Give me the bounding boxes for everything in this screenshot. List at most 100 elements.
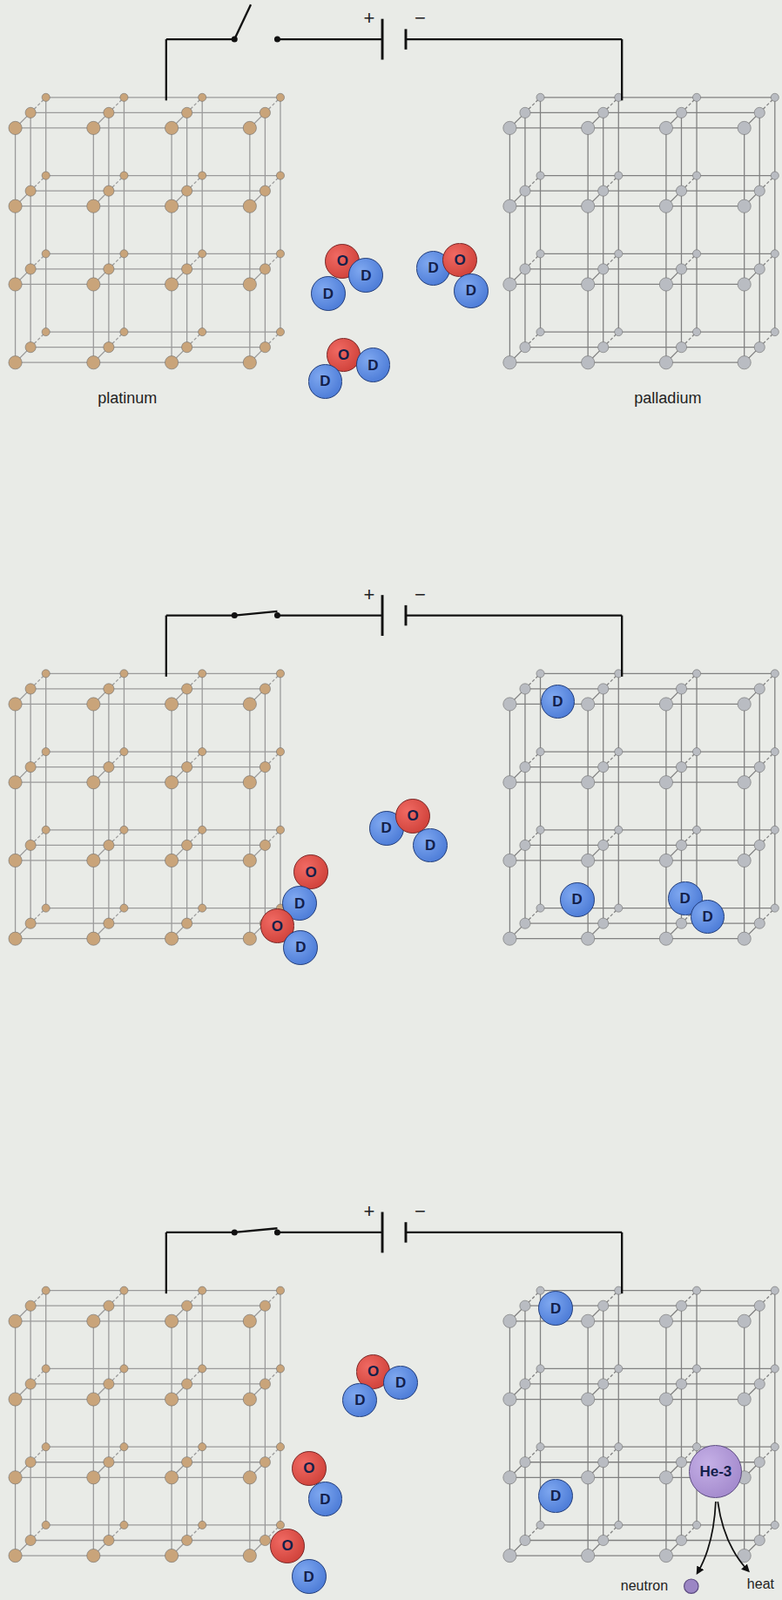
lattice-bond [45,1290,47,1369]
lattice-bond [45,829,47,909]
lattice-bond [587,1398,667,1400]
lattice-bond [93,128,95,207]
lattice-bond [603,844,682,846]
lattice-bond [30,766,109,768]
lattice-bond [540,1446,620,1448]
lattice-atom [598,683,609,695]
lattice-atom [737,121,751,135]
wire [234,1227,277,1233]
lattice-bond [108,687,188,689]
lattice-atom [198,748,207,756]
lattice-atom [536,825,545,834]
lattice-atom [675,1534,687,1545]
lattice-atom [675,342,687,353]
lattice-bond [93,1398,172,1400]
lattice-atom [754,839,765,850]
lattice-atom [754,761,765,773]
lattice-bond [187,268,266,270]
lattice-bond [603,112,682,114]
wire [234,4,251,40]
lattice-atom [8,1392,22,1406]
lattice-atom [25,1456,36,1468]
atom-symbol: D [319,1491,331,1507]
lattice-bond [15,362,95,364]
lattice-bond [696,96,776,98]
lattice-bond [202,829,281,830]
atom-symbol: D [552,694,563,709]
lattice-bond [680,766,760,768]
lattice-atom [276,249,284,258]
lattice-atom [87,277,101,291]
lattice-bond [249,860,250,939]
lattice-bond [15,1320,95,1322]
battery-sign: − [414,1201,426,1221]
lattice-bond [15,1476,95,1478]
lattice-bond [93,703,172,705]
lattice-bond [45,97,47,176]
lattice-bond [587,1321,589,1400]
atom-symbol: D [360,268,371,284]
lattice-bond [618,829,620,909]
lattice-atom [8,1314,22,1328]
lattice-bond [774,673,776,752]
lattice-atom [25,1300,36,1311]
lattice-bond [587,128,589,207]
lattice-bond [107,767,109,846]
lattice-atom [276,1286,284,1295]
lattice-bond [666,937,745,939]
lattice-bond [587,782,667,783]
lattice-bond [202,96,281,98]
palladium-lattice [503,669,780,946]
lattice-bond [695,751,697,830]
lattice-atom [675,839,687,850]
lattice-atom [519,917,531,929]
atom-symbol: He-3 [699,1463,732,1479]
atom-symbol: O [304,864,317,880]
lattice-atom [242,853,257,867]
lattice-bond [618,96,697,98]
lattice-bond [45,673,47,752]
battery-sign: + [363,585,375,605]
lattice-bond [680,844,760,846]
lattice-bond [170,283,172,363]
lattice-bond [46,1446,125,1448]
lattice-bond [666,127,745,129]
lattice-bond [618,175,620,255]
lattice-bond [666,859,745,861]
lattice-bond [695,1290,697,1369]
lattice-bond [108,923,188,924]
lattice-bond [202,97,203,176]
lattice-atom [103,342,115,353]
lattice-bond [249,206,250,285]
lattice-bond [30,687,109,689]
lattice-bond [696,330,776,332]
lattice-bond [587,127,667,129]
lattice-bond [30,1461,109,1463]
lattice-atom [536,1286,545,1295]
lattice-atom [242,199,257,213]
lattice-bond [186,1383,188,1463]
lattice-bond [30,844,109,846]
lattice-bond [539,829,541,909]
battery-sign: − [414,585,426,605]
lattice-bond [93,1321,95,1400]
lattice-atom [659,853,673,867]
lattice-atom [242,697,257,711]
lattice-bond [602,112,604,191]
lattice-bond [509,1399,511,1478]
lattice-bond [170,703,172,782]
lattice-bond [46,750,125,752]
lattice-atom [164,1470,178,1484]
lattice-bond [123,673,203,675]
deuterium-atom: D [540,684,576,720]
lattice-atom [8,199,22,213]
lattice-atom [103,263,115,275]
lattice-bond [93,860,95,939]
lattice-bond [759,269,761,348]
lattice-bond [249,1321,250,1400]
lattice-atom [581,356,595,370]
lattice-bond [509,283,588,285]
lattice-bond [170,1399,172,1478]
lattice-atom [25,917,36,929]
lattice-bond [539,253,541,332]
